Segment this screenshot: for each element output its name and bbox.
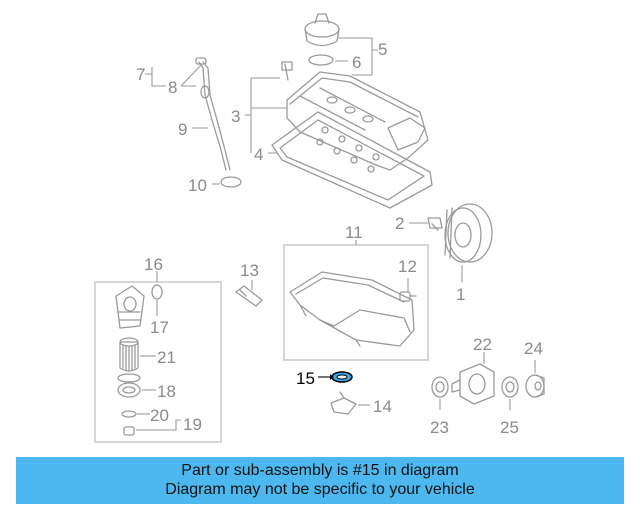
oil-filter-housing bbox=[115, 285, 145, 329]
callout-20: 20 bbox=[150, 406, 169, 425]
valve-cover bbox=[281, 61, 429, 171]
callout-9: 9 bbox=[178, 120, 187, 139]
info-banner: Part or sub-assembly is #15 in diagram D… bbox=[16, 457, 624, 504]
callout-25: 25 bbox=[500, 418, 519, 437]
callout-24: 24 bbox=[524, 339, 543, 358]
parts-diagram: 5 6 7 8 9 10 3 4 bbox=[94, 13, 545, 443]
banner-line-2: Diagram may not be specific to your vehi… bbox=[165, 481, 475, 498]
callout-12: 12 bbox=[398, 257, 417, 276]
callout-14: 14 bbox=[373, 397, 392, 416]
crankshaft-pulley bbox=[444, 203, 493, 263]
oil-pan bbox=[289, 271, 415, 347]
callout-2: 2 bbox=[395, 214, 404, 233]
callout-6: 6 bbox=[352, 53, 361, 72]
filter-drain-bolt bbox=[123, 426, 135, 436]
oil-strainer bbox=[330, 391, 357, 415]
drain-plug bbox=[399, 291, 417, 302]
valve-cover-gasket bbox=[271, 111, 433, 209]
callout-7: 7 bbox=[136, 65, 145, 84]
callout-23: 23 bbox=[430, 418, 449, 437]
filter-cap-oring bbox=[117, 373, 141, 398]
callout-19: 19 bbox=[183, 415, 202, 434]
oil-baffle bbox=[235, 285, 263, 307]
callout-4: 4 bbox=[254, 145, 263, 164]
pulley-bolt bbox=[427, 217, 443, 231]
callout-17: 17 bbox=[150, 318, 169, 337]
cooler-seal-left bbox=[431, 376, 449, 398]
oil-filter-group-box bbox=[94, 281, 222, 443]
callout-5: 5 bbox=[378, 40, 387, 59]
callout-1: 1 bbox=[456, 285, 465, 304]
callout-3: 3 bbox=[231, 107, 240, 126]
callout-8: 8 bbox=[168, 78, 177, 97]
housing-seal bbox=[151, 284, 163, 300]
callout-11: 11 bbox=[345, 223, 363, 242]
callout-13: 13 bbox=[240, 261, 259, 280]
callout-16: 16 bbox=[144, 255, 163, 274]
callout-18: 18 bbox=[157, 382, 176, 401]
drain-plug-gasket-highlighted bbox=[331, 371, 353, 383]
callout-15: 15 bbox=[296, 369, 315, 388]
cooler-seal-right bbox=[501, 376, 519, 398]
oil-dipstick bbox=[195, 57, 242, 188]
oil-filler-seal bbox=[308, 54, 334, 66]
callout-10: 10 bbox=[188, 176, 207, 195]
oil-filter-element bbox=[119, 337, 139, 372]
oil-filler-cap bbox=[304, 13, 340, 47]
callout-21: 21 bbox=[157, 348, 176, 367]
callout-22: 22 bbox=[473, 335, 492, 354]
banner-line-1: Part or sub-assembly is #15 in diagram bbox=[181, 462, 459, 479]
oil-cooler bbox=[451, 363, 495, 405]
cooler-plug bbox=[525, 374, 545, 398]
small-oring bbox=[121, 410, 137, 418]
